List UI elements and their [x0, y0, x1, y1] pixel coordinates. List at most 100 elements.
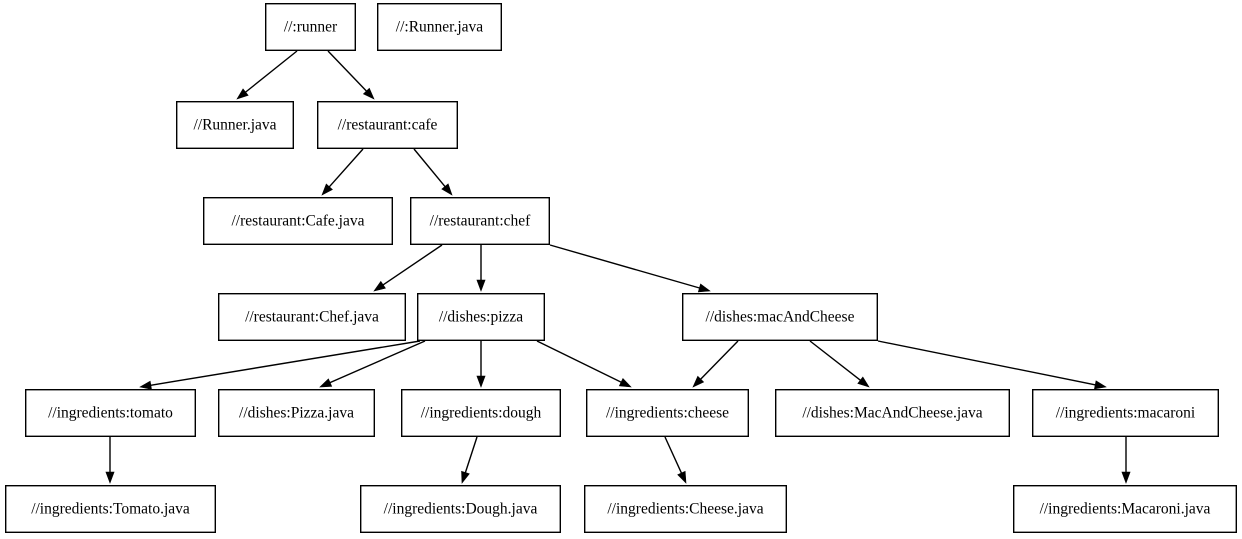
- node-label: //restaurant:Cafe.java: [232, 213, 365, 230]
- node-label: //restaurant:Chef.java: [245, 309, 379, 326]
- node-box: [317, 100, 459, 149]
- node-label: //dishes:Pizza.java: [239, 405, 354, 422]
- arrowhead-icon: [1094, 380, 1107, 390]
- arrowhead-icon: [319, 378, 333, 388]
- node-label: //ingredients:Cheese.java: [607, 501, 763, 518]
- node-label: //ingredients:cheese: [606, 405, 729, 422]
- edge-line: [464, 436, 478, 474]
- edge-line: [328, 340, 426, 384]
- graph-node-runner[interactable]: //:runner: [265, 3, 357, 51]
- node-box: [360, 485, 562, 534]
- edge-dishes_pizza-to-ing_tomato: [139, 340, 421, 390]
- edge-line: [699, 340, 739, 381]
- node-label: //dishes:macAndCheese: [706, 309, 855, 326]
- arrowhead-icon: [362, 87, 375, 100]
- node-box: [202, 196, 394, 245]
- node-label: //:Runner.java: [396, 19, 484, 36]
- arrowhead-icon: [1121, 471, 1131, 484]
- edge-ing_cheese-to-ing_cheese_java: [664, 436, 687, 484]
- graph-node-ing_tomato[interactable]: //ingredients:tomato: [25, 389, 197, 438]
- graph-node-restaurant_chef_java[interactable]: //restaurant:Chef.java: [217, 293, 407, 342]
- edge-line: [413, 148, 447, 188]
- node-box: [417, 293, 546, 342]
- node-label: //dishes:pizza: [439, 309, 523, 326]
- node-label: //ingredients:Macaroni.java: [1040, 501, 1211, 518]
- edge-dishes_pizza-to-ing_cheese: [536, 340, 632, 388]
- edge-line: [381, 244, 443, 286]
- edge-runner-to-restaurant_cafe: [327, 50, 375, 100]
- node-label: //Runner.java: [193, 117, 276, 134]
- node-label: //ingredients:Tomato.java: [31, 501, 190, 518]
- arrowhead-icon: [476, 375, 486, 388]
- node-box: [410, 196, 551, 245]
- graph-node-dishes_macandcheese_java[interactable]: //dishes:MacAndCheese.java: [775, 389, 1011, 438]
- nodes-layer: //:runner //:Runner.java //Runner.java //re…: [4, 3, 1238, 534]
- edge-line: [536, 340, 623, 384]
- edge-line: [664, 436, 683, 475]
- node-box: [217, 293, 407, 342]
- node-box: [175, 100, 294, 149]
- graph-node-dishes_macandcheese[interactable]: //dishes:macAndCheese: [682, 293, 879, 342]
- node-label: //:runner: [284, 19, 338, 36]
- node-label: //ingredients:tomato: [48, 405, 173, 422]
- node-box: [586, 389, 750, 438]
- node-box: [1013, 485, 1238, 534]
- arrowhead-icon: [373, 280, 386, 292]
- arrowhead-icon: [321, 183, 333, 196]
- node-box: [4, 485, 217, 534]
- edge-restaurant_cafe-to-restaurant_chef: [413, 148, 453, 196]
- graph-node-ing_dough[interactable]: //ingredients:dough: [401, 389, 562, 438]
- graph-node-restaurant_chef[interactable]: //restaurant:chef: [410, 196, 551, 245]
- edge-dishes_pizza-to-dishes_pizza_java: [319, 340, 426, 388]
- edge-ing_dough-to-ing_dough_java: [461, 436, 478, 484]
- node-box: [265, 3, 357, 51]
- edge-ing_tomato-to-ing_tomato_java: [105, 437, 115, 484]
- edge-line: [809, 340, 862, 382]
- graph-node-runner_java_root[interactable]: //:Runner.java: [377, 3, 503, 51]
- arrowhead-icon: [692, 375, 705, 388]
- graph-node-restaurant_cafe_java[interactable]: //restaurant:Cafe.java: [202, 196, 394, 245]
- node-box: [584, 485, 788, 534]
- arrowhead-icon: [618, 377, 632, 388]
- graph-node-runner_java[interactable]: //Runner.java: [175, 100, 294, 149]
- node-label: //ingredients:dough: [421, 405, 542, 422]
- node-box: [1031, 389, 1219, 438]
- graph-node-ing_tomato_java[interactable]: //ingredients:Tomato.java: [4, 485, 217, 534]
- arrowhead-icon: [441, 183, 453, 196]
- arrowhead-icon: [139, 380, 152, 390]
- graph-node-ing_dough_java[interactable]: //ingredients:Dough.java: [360, 485, 562, 534]
- graph-node-dishes_pizza_java[interactable]: //dishes:Pizza.java: [217, 389, 376, 438]
- edge-line: [877, 340, 1097, 386]
- arrowhead-icon: [697, 283, 711, 293]
- graph-node-restaurant_cafe[interactable]: //restaurant:cafe: [317, 100, 459, 149]
- edge-runner-to-runner_java: [236, 50, 298, 100]
- arrowhead-icon: [236, 88, 249, 100]
- node-box: [25, 389, 197, 438]
- edge-restaurant_chef-to-dishes_macandcheese: [549, 244, 711, 293]
- node-label: //restaurant:chef: [430, 213, 532, 230]
- edge-line: [549, 244, 701, 289]
- node-box: [775, 389, 1011, 438]
- edge-dishes_macandcheese-to-ing_cheese: [692, 340, 739, 388]
- node-box: [217, 389, 376, 438]
- node-box: [401, 389, 562, 438]
- edge-line: [328, 148, 364, 189]
- edge-line: [244, 50, 298, 94]
- node-label: //restaurant:cafe: [338, 117, 438, 134]
- graph-node-ing_macaroni[interactable]: //ingredients:macaroni: [1031, 389, 1219, 438]
- edge-line: [149, 340, 421, 387]
- arrowhead-icon: [476, 279, 486, 292]
- node-label: //ingredients:Dough.java: [384, 501, 538, 518]
- edge-ing_macaroni-to-ing_macaroni_java: [1121, 437, 1131, 484]
- edge-line: [327, 50, 368, 93]
- node-label: //ingredients:macaroni: [1056, 405, 1196, 422]
- edge-dishes_pizza-to-ing_dough: [476, 341, 486, 388]
- graph-node-ing_macaroni_java[interactable]: //ingredients:Macaroni.java: [1013, 485, 1238, 534]
- node-label: //dishes:MacAndCheese.java: [802, 405, 982, 422]
- arrowhead-icon: [105, 471, 115, 484]
- graph-node-ing_cheese[interactable]: //ingredients:cheese: [586, 389, 750, 438]
- graph-node-dishes_pizza[interactable]: //dishes:pizza: [417, 293, 546, 342]
- graph-node-ing_cheese_java[interactable]: //ingredients:Cheese.java: [584, 485, 788, 534]
